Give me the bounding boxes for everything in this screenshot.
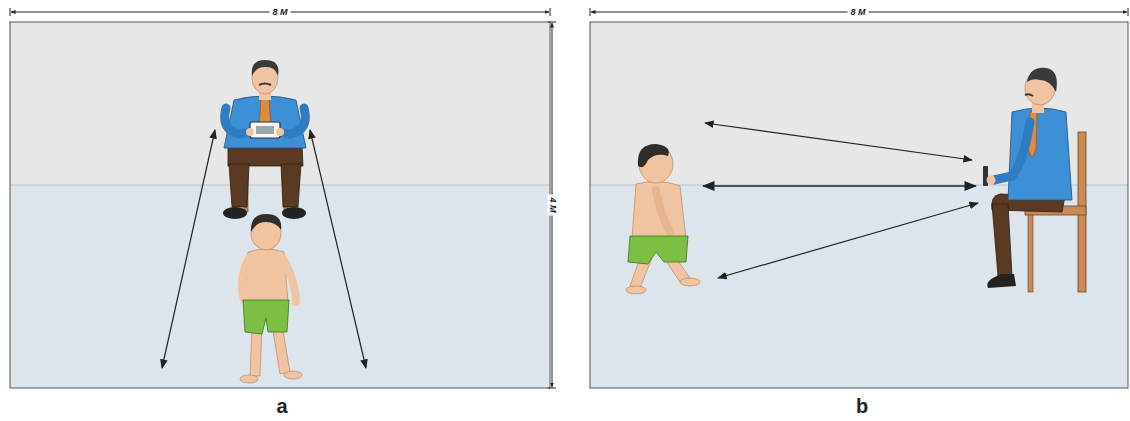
room-border xyxy=(590,22,1128,388)
child xyxy=(240,214,302,383)
trouser-leg xyxy=(281,164,301,207)
shirt xyxy=(1008,108,1072,200)
mustache xyxy=(259,84,271,86)
foot xyxy=(284,371,302,379)
trouser-leg xyxy=(992,204,1012,276)
dimension-tick xyxy=(10,8,11,16)
camera-arrow xyxy=(718,203,978,278)
foot xyxy=(680,278,700,286)
shoe xyxy=(282,207,306,219)
mustache xyxy=(1025,94,1033,96)
panel-label: b xyxy=(856,396,868,416)
hand xyxy=(246,128,254,136)
foot xyxy=(626,286,646,294)
dimension-tick xyxy=(548,22,556,23)
walking-arrow xyxy=(162,130,215,368)
hand xyxy=(276,128,284,136)
shorts xyxy=(243,300,289,334)
examiner xyxy=(983,68,1086,292)
phone-screen xyxy=(256,126,274,134)
shirt xyxy=(224,96,306,148)
dimension-label: 8 M xyxy=(847,8,868,17)
hand xyxy=(987,176,996,185)
arm xyxy=(283,258,296,302)
phone xyxy=(250,122,280,138)
floor xyxy=(10,185,550,388)
shoe xyxy=(223,207,247,219)
dimension-label: 8 M xyxy=(269,8,290,17)
arm xyxy=(994,122,1030,180)
examiner xyxy=(223,60,306,219)
torso xyxy=(632,181,686,238)
dimension-label: 4 M xyxy=(548,194,557,215)
camera-arrow xyxy=(703,185,976,187)
chair-leg xyxy=(1028,215,1033,292)
arm xyxy=(656,190,670,232)
camera-arrow xyxy=(705,123,972,160)
dimension-tick xyxy=(1128,8,1129,16)
child xyxy=(626,144,700,294)
shoe xyxy=(987,274,1016,288)
shorts xyxy=(628,236,688,264)
dimension-tick xyxy=(550,8,551,16)
wall xyxy=(10,22,550,185)
phone xyxy=(983,166,988,186)
trouser-leg xyxy=(229,164,249,207)
panel-label: a xyxy=(276,396,287,416)
hair xyxy=(251,214,281,232)
horizon-line xyxy=(10,185,550,186)
dimension-tick xyxy=(590,8,591,16)
dimension-tick xyxy=(548,388,556,389)
hair xyxy=(638,144,669,167)
walking-arrow xyxy=(310,130,366,368)
foot xyxy=(240,375,258,383)
hair xyxy=(252,60,279,76)
hair xyxy=(1027,68,1057,92)
room-border xyxy=(10,22,550,388)
arm xyxy=(242,258,249,300)
